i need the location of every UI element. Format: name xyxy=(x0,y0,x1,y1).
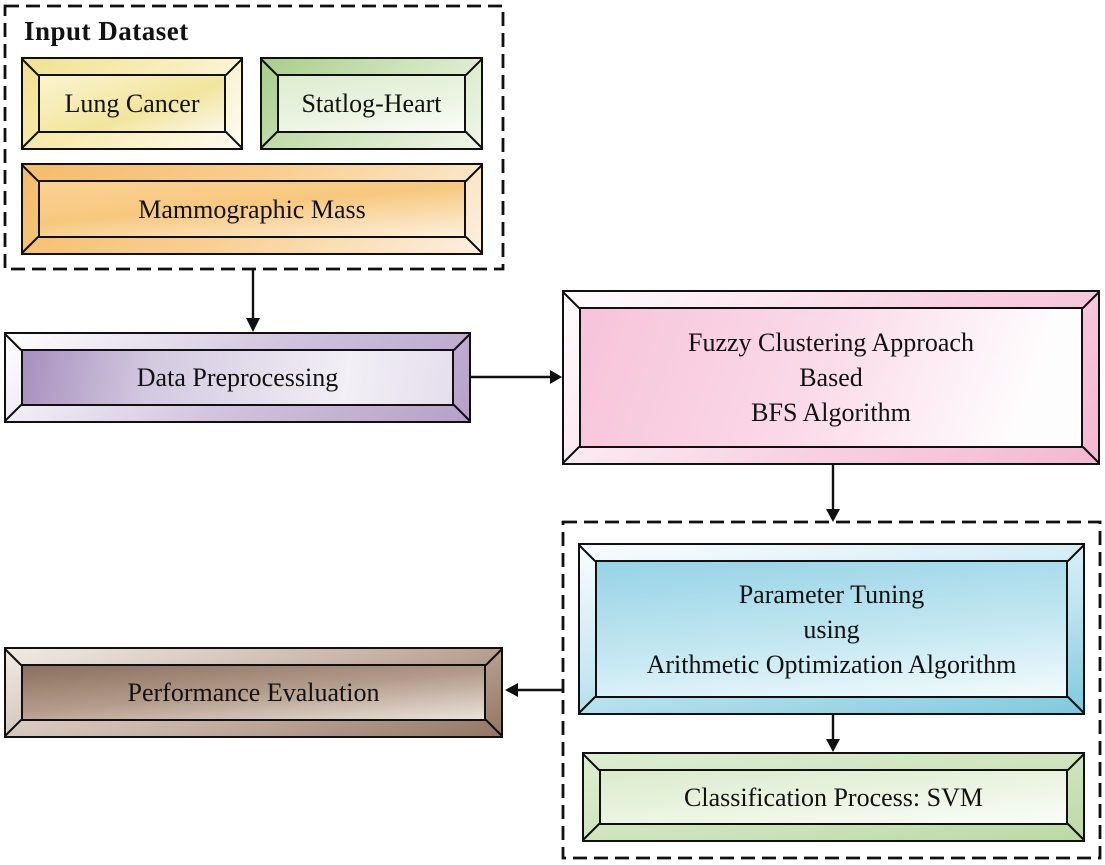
bevel-line xyxy=(225,58,243,76)
node-label: Performance Evaluation xyxy=(127,678,380,707)
node-label-line: Parameter Tuning xyxy=(738,579,925,609)
bevel-line xyxy=(4,333,22,351)
bevel-line xyxy=(485,719,503,737)
node-data-preprocessing: Data Preprocessing xyxy=(4,332,471,423)
node-panel: Performance Evaluation xyxy=(21,664,486,721)
bevel-line xyxy=(582,753,600,771)
node-label-line: using xyxy=(803,614,860,644)
bevel-line xyxy=(578,544,596,562)
bevel-line xyxy=(260,131,278,149)
bevel-line xyxy=(1067,753,1085,771)
node-panel: Lung Cancer xyxy=(38,74,226,133)
node-fuzzy-clustering: Fuzzy Clustering Approach Based BFS Algo… xyxy=(562,290,1100,465)
node-label: Lung Cancer xyxy=(64,89,200,118)
node-statlog-heart: Statlog-Heart xyxy=(260,57,483,150)
node-panel: Parameter Tuning using Arithmetic Optimi… xyxy=(595,560,1068,698)
arrow-input-to-preprocessing xyxy=(246,269,260,332)
node-classification-svm: Classification Process: SVM xyxy=(582,752,1085,842)
node-label: Data Preprocessing xyxy=(136,363,339,392)
node-parameter-tuning: Parameter Tuning using Arithmetic Optimi… xyxy=(578,543,1085,715)
node-panel: Classification Process: SVM xyxy=(599,769,1068,825)
bevel-line xyxy=(1082,291,1100,309)
arrow-parameter-to-classification xyxy=(826,715,840,752)
bevel-line xyxy=(4,648,22,666)
bevel-line xyxy=(578,696,596,714)
bevel-line xyxy=(1067,544,1085,562)
bevel-line xyxy=(21,58,39,76)
node-label-line: Based xyxy=(799,363,863,392)
bevel-line xyxy=(4,404,22,422)
bevel-line xyxy=(21,131,39,149)
node-lung-cancer: Lung Cancer xyxy=(21,57,243,150)
bevel-line xyxy=(1082,446,1100,464)
bevel-line xyxy=(1067,696,1085,714)
bevel-line xyxy=(260,58,278,76)
bevel-line xyxy=(465,58,483,76)
node-panel: Fuzzy Clustering Approach Based BFS Algo… xyxy=(579,307,1083,448)
node-label-line: BFS Algorithm xyxy=(751,398,911,427)
node-label: Statlog-Heart xyxy=(301,89,442,118)
bevel-line xyxy=(582,823,600,841)
bevel-line xyxy=(1067,823,1085,841)
node-panel: Data Preprocessing xyxy=(21,349,454,406)
arrow-container-to-performance xyxy=(505,683,563,697)
bevel-line xyxy=(21,236,39,254)
node-label-line: Arithmetic Optimization Algorithm xyxy=(646,649,1017,679)
node-label: Mammographic Mass xyxy=(138,194,366,224)
bevel-line xyxy=(562,446,580,464)
node-performance-evaluation: Performance Evaluation xyxy=(4,647,503,738)
bevel-line xyxy=(465,131,483,149)
node-panel: Statlog-Heart xyxy=(277,74,466,133)
bevel-line xyxy=(465,164,483,182)
node-label: Classification Process: SVM xyxy=(684,782,983,812)
node-label-line: Fuzzy Clustering Approach xyxy=(688,328,974,357)
bevel-line xyxy=(453,404,471,422)
bevel-line xyxy=(485,648,503,666)
node-mammographic-mass: Mammographic Mass xyxy=(21,163,483,255)
bevel-line xyxy=(465,236,483,254)
arrow-fuzzy-to-tuning-container xyxy=(826,465,840,522)
bevel-line xyxy=(453,333,471,351)
input-dataset-title: Input Dataset xyxy=(24,16,189,46)
bevel-line xyxy=(225,131,243,149)
node-panel: Mammographic Mass xyxy=(38,180,466,238)
bevel-line xyxy=(4,719,22,737)
arrow-preprocessing-to-fuzzy xyxy=(471,370,562,384)
bevel-line xyxy=(21,164,39,182)
bevel-line xyxy=(562,291,580,309)
